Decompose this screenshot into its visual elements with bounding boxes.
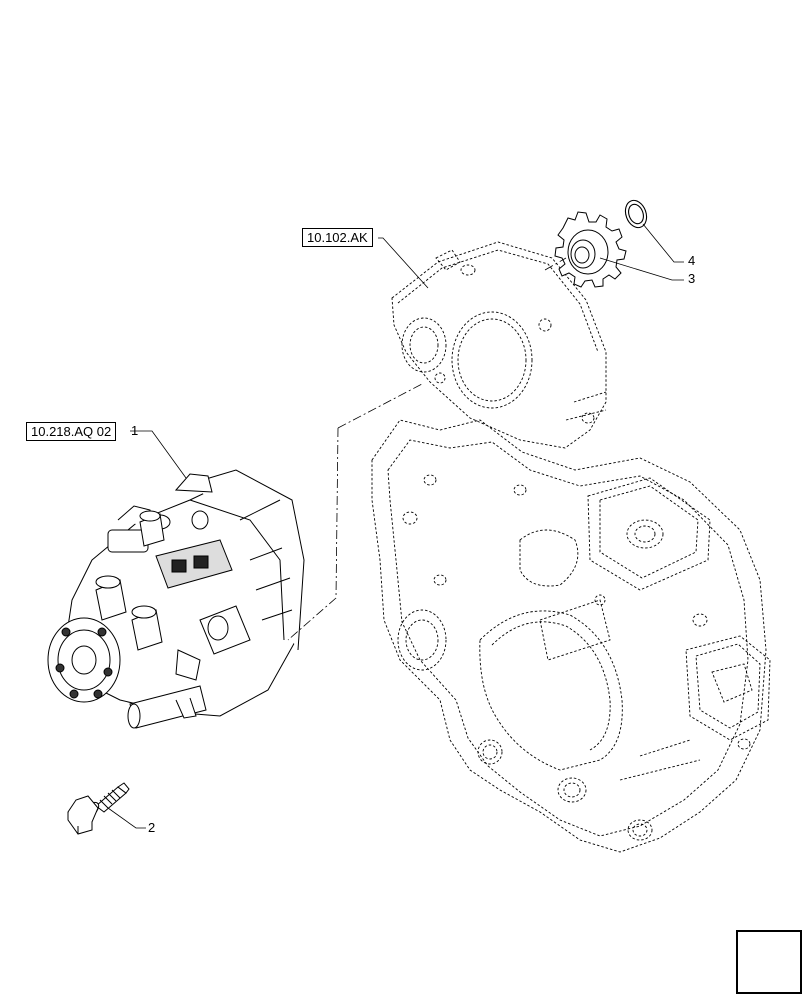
o-ring-icon xyxy=(624,199,648,229)
reference-box-10-218-aq-02[interactable]: 10.218.AQ 02 xyxy=(26,422,117,441)
next-page-button[interactable] xyxy=(736,930,802,994)
leader-lines xyxy=(107,223,684,829)
flange-bolt-icon xyxy=(67,782,130,835)
assembly-lines xyxy=(287,257,567,641)
callout-3: 3 xyxy=(688,271,696,286)
reference-box-10-102-ak[interactable]: 10.102.AK xyxy=(302,228,373,247)
callout-1: 1 xyxy=(131,423,139,438)
callout-2: 2 xyxy=(148,820,156,835)
drive-gear-icon xyxy=(554,211,627,288)
callout-4: 4 xyxy=(688,253,696,268)
fuel-injection-pump-icon xyxy=(47,469,305,729)
timing-gear-cover-icon xyxy=(371,241,771,853)
